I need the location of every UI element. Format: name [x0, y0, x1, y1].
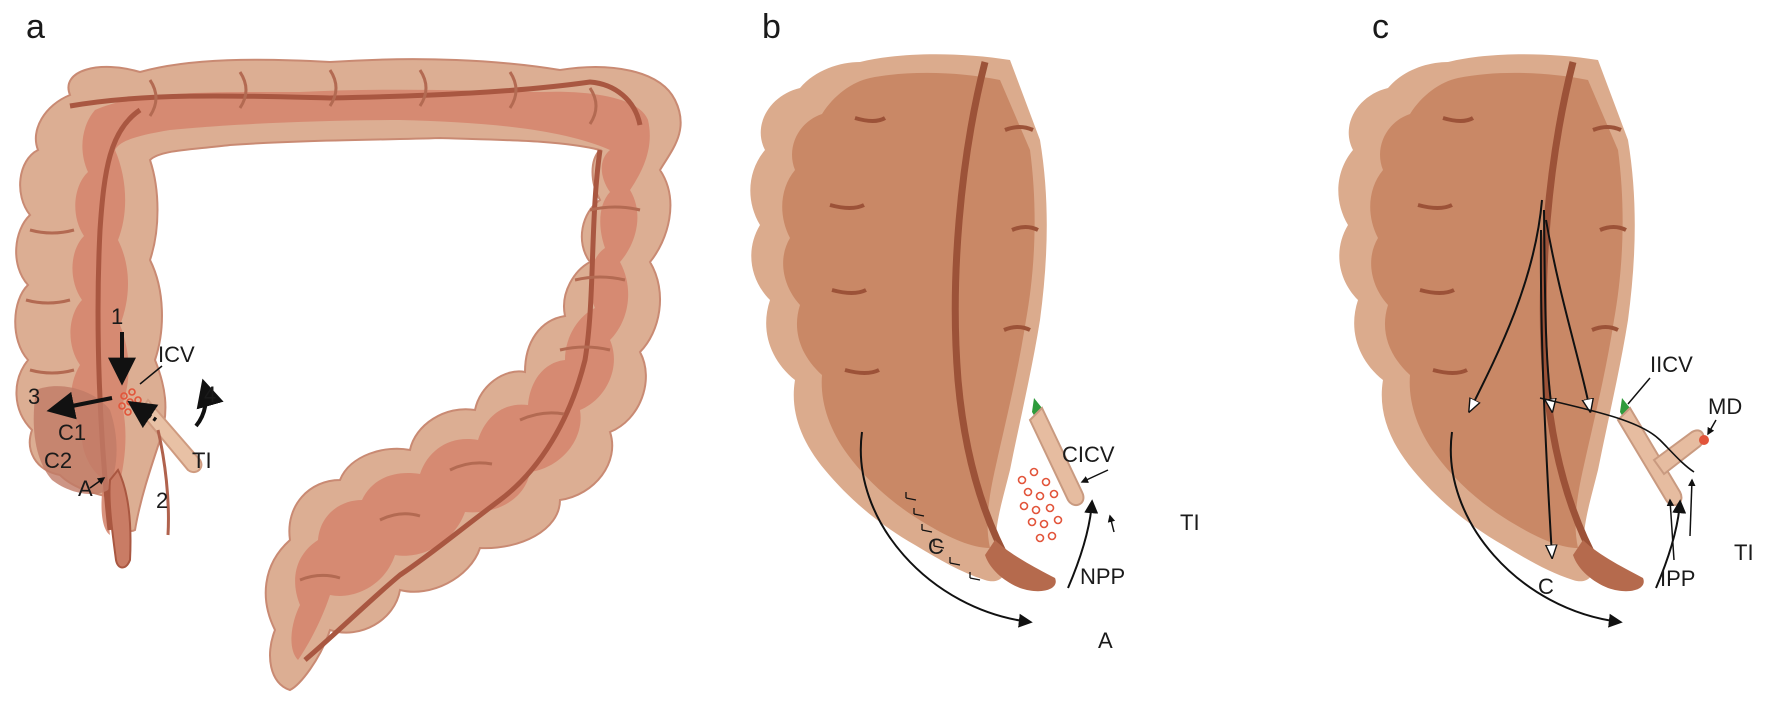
panel-a-arrows: [46, 332, 224, 489]
iicv-line: [1539, 397, 1695, 473]
cecum-c-appendix: [1573, 540, 1644, 592]
label-npp: NPP: [1080, 564, 1125, 589]
label-ti-c: TI: [1734, 540, 1754, 565]
colon-illustration: [14, 58, 682, 692]
panel-c: c: [1338, 8, 1754, 628]
icv-dots: [118, 388, 142, 416]
haustral-folds: [25, 69, 641, 582]
label-c-c: C: [1538, 574, 1554, 599]
ipp-arrow-2: [1688, 478, 1696, 537]
label-3: 3: [28, 384, 40, 409]
cecum-c-band: [1539, 61, 1602, 567]
label-ti: TI: [192, 448, 212, 473]
panel-b-arrows: [859, 431, 1116, 628]
panel-a: a: [14, 8, 682, 692]
appendix: [108, 468, 132, 569]
label-cicv: CICV: [1062, 442, 1115, 467]
panel-a-letter: a: [26, 8, 45, 46]
cecum-b-band: [951, 61, 1014, 567]
arrow-3: [46, 391, 113, 420]
arrow-up-b: [1067, 499, 1099, 589]
md-leader: [1707, 419, 1717, 436]
label-a: A: [78, 476, 93, 501]
cecum-b-folds: [829, 116, 1039, 375]
diverticulum: [1652, 429, 1705, 476]
label-iicv: IICV: [1650, 352, 1693, 377]
cecum-b-dots: [1017, 467, 1063, 543]
arrow-outer-c: [1449, 431, 1623, 628]
panel-b: b: [750, 8, 1200, 653]
label-c-b: C: [928, 534, 944, 559]
fan-line-2: [1543, 209, 1552, 410]
fan-line-3: [1545, 219, 1590, 410]
cecum-b-appendix: [985, 540, 1056, 592]
cecum-c-body: [1370, 72, 1623, 549]
npp-leader: [1107, 514, 1116, 533]
panel-c-labels: IICV MD IPP TI C: [1538, 352, 1754, 599]
label-4: 4: [204, 382, 216, 407]
cecum-b: [750, 54, 1085, 592]
fan-line-1: [1470, 199, 1543, 410]
label-c1: C1: [58, 420, 86, 445]
label-ipp: IPP: [1660, 566, 1695, 591]
panel-c-arrows: [1449, 199, 1717, 628]
label-2: 2: [156, 488, 168, 513]
arrow-outer-b: [859, 431, 1033, 628]
cicv-leader: [1080, 469, 1109, 483]
cecum-b-body: [782, 72, 1035, 549]
md-red-spot: [1699, 435, 1709, 445]
label-1: 1: [111, 304, 123, 329]
a-leader: [89, 477, 106, 489]
cecum-c-folds: [1417, 116, 1627, 375]
panel-a-labels: 1 2 3 4 ICV TI C1 C2 A: [28, 304, 216, 513]
arrow-dashed: [127, 400, 159, 429]
arrow-up-c: [1655, 499, 1687, 589]
cecum-c: [1338, 54, 1709, 592]
panel-b-labels: CICV TI C NPP A: [928, 442, 1200, 653]
label-a-b: A: [1098, 628, 1113, 653]
label-icv: ICV: [158, 342, 195, 367]
label-c2: C2: [44, 448, 72, 473]
fan-line-4: [1539, 229, 1552, 556]
cecum-b-ticks: [905, 492, 981, 581]
icv-leader: [139, 365, 163, 385]
panel-b-letter: b: [762, 8, 781, 46]
vessel-line: [156, 429, 170, 536]
terminal-ileum-b: [1028, 406, 1085, 507]
label-md: MD: [1708, 394, 1742, 419]
arrow-4: [194, 378, 224, 428]
ipp-arrow-1: [1666, 498, 1675, 561]
colon-inner: [70, 89, 650, 660]
panel-c-letter: c: [1372, 8, 1389, 46]
label-ti-b: TI: [1180, 510, 1200, 535]
iicv-leader: [1627, 377, 1651, 405]
